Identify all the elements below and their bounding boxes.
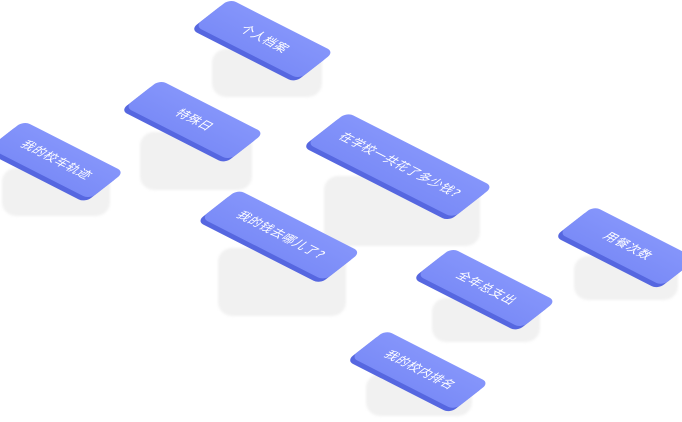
tile-where-money-went[interactable]: 我的钱去哪儿了? — [196, 189, 361, 316]
tile-label: 用餐次数 — [599, 229, 657, 263]
tile-campus-ranking[interactable]: 我的校内排名 — [346, 330, 490, 416]
tile-special-day[interactable]: 特殊日 — [120, 79, 265, 190]
tile-campus-card-track[interactable]: 我的校车轨迹 — [0, 120, 125, 216]
tile-personal-records[interactable]: 个人档案 — [190, 0, 335, 97]
tile-meal-count[interactable]: 用餐次数 — [554, 206, 682, 300]
tile-label: 个人档案 — [236, 22, 293, 56]
tile-annual-expense[interactable]: 全年总支出 — [412, 247, 557, 342]
tile-label: 特殊日 — [171, 106, 218, 134]
tile-school-spending[interactable]: 在学校一共花了多少钱? — [302, 112, 494, 246]
